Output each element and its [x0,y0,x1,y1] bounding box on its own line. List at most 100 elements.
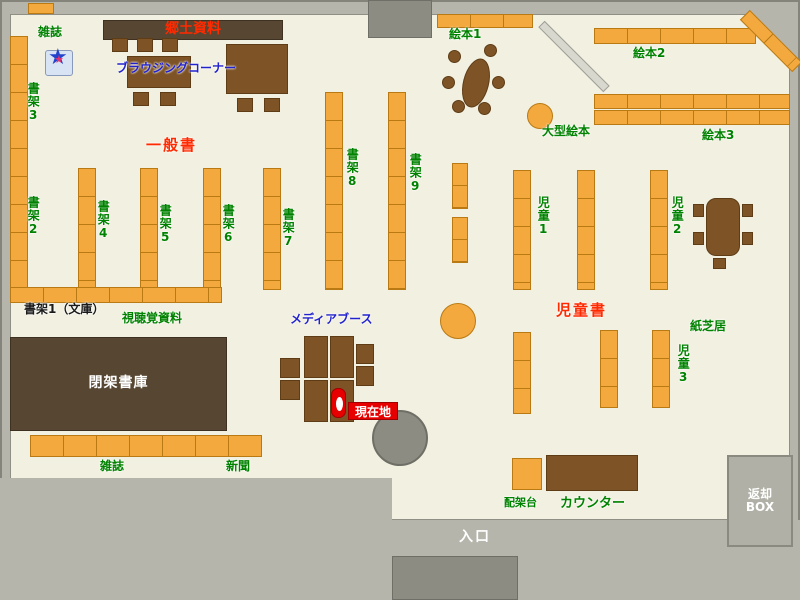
pillar [372,410,428,466]
chair [478,102,491,115]
haikadai-label: 配架台 [504,496,537,509]
shelf-middle-upper [452,163,468,209]
closed-stacks: 閉架書庫 [10,337,227,431]
closed-stacks-label: 閉架書庫 [88,375,149,392]
media-booth-desk [304,336,328,378]
shelf8-label: 書架8 [345,148,360,189]
top-doorway [368,0,432,38]
general-books-label: 一般書 [146,136,198,154]
shelf6-label: 書架6 [221,204,236,245]
return-box-label-1: 返却 [747,486,772,501]
shelf7-label: 書架7 [281,208,296,249]
chair [484,44,497,57]
local-materials-shelf: 郷土資料 [103,20,283,40]
ehon1-shelf [437,14,533,28]
local-materials-label: 郷土資料 [165,21,221,38]
shelf4-label: 書架4 [96,200,111,241]
chair [264,98,280,112]
chair [133,92,149,106]
shelf-top-left-small [28,3,54,14]
shelf1-bunko-label: 書架1（文庫） [24,302,105,316]
browsing-table-right [226,44,288,94]
shelf-1-bunko [10,287,222,303]
media-booth-desk [280,358,300,378]
chair [162,38,178,52]
entrance-outside-area [392,556,518,600]
browsing-table-left [127,56,191,88]
ehon3-shelf-row1 [594,94,790,109]
children-table [706,198,740,256]
haikadai-stand [512,458,542,490]
chair [442,76,455,89]
jido-lower-shelf2 [600,330,618,408]
counter-desk [546,455,638,491]
ehon2-shelf [594,28,756,44]
ehon2-label: 絵本2 [633,46,666,60]
jido3-shelf [652,330,670,408]
shelf-7 [263,168,281,290]
entrance-label: 入口 [459,529,491,545]
shelf-middle-lower [452,217,468,263]
shelf-5 [140,168,158,290]
chair [742,232,753,245]
jido-lower-shelf1 [513,332,531,414]
chair [452,100,465,113]
ehon3-shelf-row2 [594,110,790,125]
media-booth-desk [356,366,374,386]
media-booth-desk [330,336,354,378]
shelf2-label: 書架2 [26,196,41,237]
chair [448,50,461,63]
return-box: 返却 BOX [727,455,793,547]
ogata-ehon-label: 大型絵本 [542,124,591,138]
return-box-label-2: BOX [745,500,775,514]
shelf-6 [203,168,221,290]
newspapers-label: 新聞 [226,459,251,473]
shelf-8 [325,92,343,290]
jido1-shelf [513,170,531,290]
shelf-2-3 [10,36,28,288]
shelf5-label: 書架5 [158,204,173,245]
media-booth-desk [304,380,328,422]
round-table [440,303,476,339]
current-location-pin-inner [336,397,343,411]
chair [237,98,253,112]
media-booth-desk [356,344,374,364]
jido2-shelf [650,170,668,290]
shelf3-label: 書架3 [26,82,41,123]
current-location-pin [331,388,346,418]
current-location-label: 現在地 [354,404,391,419]
jido2-label: 児童2 [670,196,685,237]
jido1-label: 児童1 [536,196,551,237]
current-location-badge: 現在地 [348,402,398,420]
shelf-4 [78,168,96,290]
media-booth-label: メディアブース [290,312,373,326]
star-icon: ★ ★ [45,45,73,76]
chair [137,38,153,52]
jidosho-label: 児童書 [556,301,608,319]
chair [112,38,128,52]
browsing-corner-label: ブラウジングコーナー [116,61,237,75]
jido3-label: 児童3 [676,344,691,385]
counter-label: カウンター [560,496,626,511]
chair [693,204,704,217]
media-booth-desk [280,380,300,400]
audiovisual-label: 視聴覚資料 [122,311,183,325]
magazines-bottom-label: 雑誌 [100,459,125,473]
star-icon-outer: ★ [48,45,68,70]
shelf-9 [388,92,406,290]
wall-bottom-left [0,478,392,600]
large-picture-book-stand [527,103,553,129]
ehon3-label: 絵本3 [702,128,735,142]
chair [492,76,505,89]
magazines-top-label: 雑誌 [38,25,63,39]
chair [713,258,726,269]
kamishibai-label: 紙芝居 [690,319,727,333]
jido-shelf-mid [577,170,595,290]
chair [160,92,176,106]
magazine-newspaper-shelf [30,435,262,457]
shelf9-label: 書架9 [408,153,423,194]
chair [742,204,753,217]
chair [693,232,704,245]
ehon1-label: 絵本1 [449,27,482,41]
